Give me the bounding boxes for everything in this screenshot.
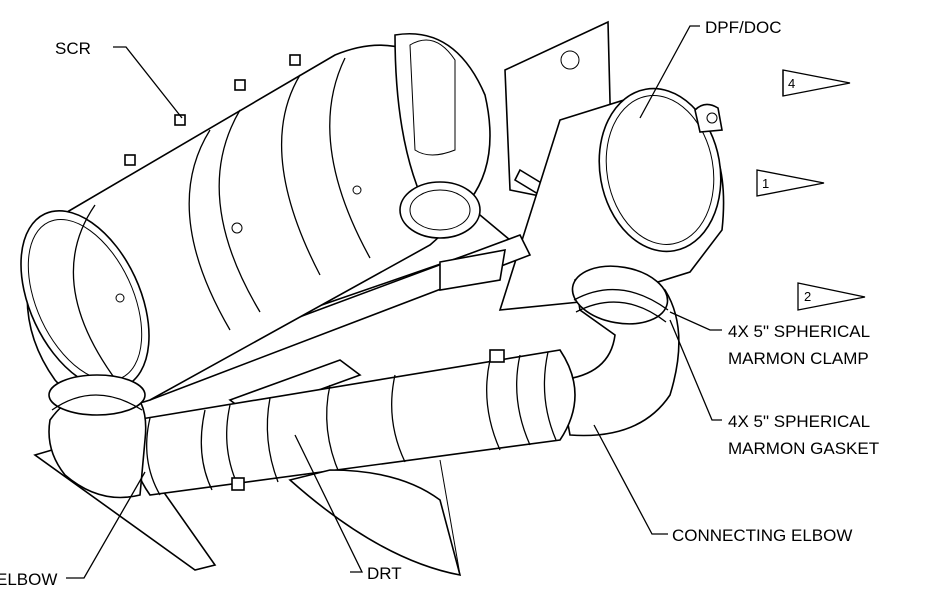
label-scr: SCR <box>55 39 91 58</box>
label-gasket-line2: MARMON GASKET <box>728 439 879 458</box>
label-connecting-elbow: CONNECTING ELBOW <box>672 526 852 545</box>
flag-4-number: 4 <box>788 76 795 91</box>
label-dpf-doc: DPF/DOC <box>705 18 782 37</box>
flag-1: 1 <box>756 169 825 197</box>
flag-1-number: 1 <box>762 176 769 191</box>
label-clamp-line2: MARMON CLAMP <box>728 349 869 368</box>
flag-4: 4 <box>782 69 851 97</box>
label-clamp-line1: 4X 5" SPHERICAL <box>728 322 870 341</box>
drt-pipe <box>131 349 576 577</box>
leader-lines <box>66 25 722 579</box>
left-elbow-part <box>48 374 147 499</box>
connecting-elbow-part <box>559 265 680 437</box>
scr-unit <box>20 33 491 408</box>
flag-2-number: 2 <box>804 289 811 304</box>
dpf-doc-unit <box>498 87 725 311</box>
label-drt: DRT <box>367 564 402 583</box>
label-gasket-line1: 4X 5" SPHERICAL <box>728 412 870 431</box>
label-elbow: ELBOW <box>0 570 57 589</box>
flag-2: 2 <box>797 282 866 311</box>
